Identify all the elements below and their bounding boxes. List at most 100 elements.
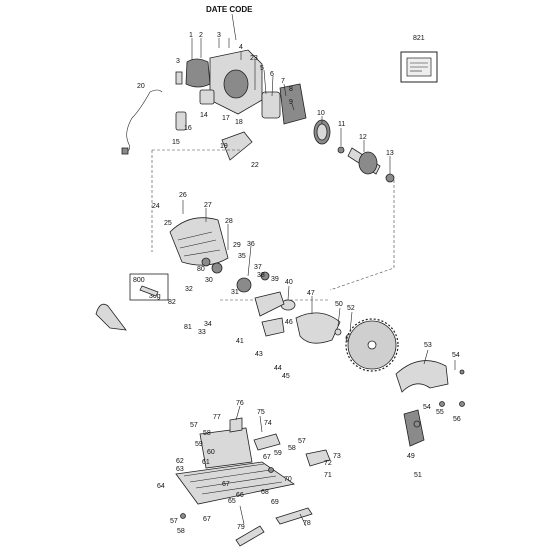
part-label-74: 74 [264,420,272,427]
part-label-20: 20 [137,83,145,90]
part-label-76: 76 [236,400,244,407]
part-label-29: 29 [233,242,241,249]
part-label-16: 16 [184,125,192,132]
part-label-7: 7 [281,78,285,85]
part-label-71: 71 [324,472,332,479]
lever-part [254,291,285,317]
part-label-57: 57 [298,438,306,445]
guide-dashed-line [329,180,395,291]
part-label-13: 13 [386,150,394,157]
part-label-37: 37 [254,264,262,271]
end-bearing-part [385,173,395,183]
guard-plate-part [95,303,127,331]
base-ribs [183,463,283,495]
part-label-58: 58 [288,445,296,452]
clamp-part [305,449,331,467]
part-label-49: 49 [407,453,415,460]
part-label-68: 68 [261,489,269,496]
stator-part [279,83,307,125]
part-label-60: 60 [207,449,215,456]
part-label-56: 56 [453,416,461,423]
part-label-40: 40 [285,279,293,286]
part-label-78: 78 [303,520,311,527]
part-label-30: 30 [205,277,213,284]
part-label-70: 70 [284,476,292,483]
gear-part [211,262,223,274]
part-label-67: 67 [263,454,271,461]
depth-lever-part [253,433,281,451]
part-label-67: 67 [203,516,211,523]
part-label-80: 80 [197,266,205,273]
rip-fence-part [275,507,313,525]
guard-bracket-part [403,409,425,447]
part-label-65: 65 [228,498,236,505]
part-label-25: 25 [164,220,172,227]
date-code-label: DATE CODE [206,5,253,14]
part-label-62: 62 [176,458,184,465]
part-label-3: 3 [217,32,221,39]
plug-part [121,147,129,155]
part-label-47: 47 [307,290,315,297]
screw-part [459,369,465,375]
brush-part [175,71,183,85]
part-label-3: 3 [176,58,180,65]
housing-bore [223,69,249,99]
part-label-39: 39 [271,276,279,283]
part-label-27: 27 [204,202,212,209]
handle-bracket-part [221,131,253,161]
part-label-5: 5 [260,65,264,72]
grease-callout-box [129,273,169,301]
part-label-79: 79 [237,524,245,531]
screw-part [180,513,186,519]
upper-guard-part [169,217,229,266]
part-label-32: 32 [185,286,193,293]
part-label-53: 53 [424,342,432,349]
part-label-58: 58 [177,528,185,535]
part-label-54: 54 [423,404,431,411]
leader-lines [182,38,456,527]
part-label-77: 77 [213,414,221,421]
part-label-61: 61 [202,459,210,466]
switch-part [199,89,215,105]
field-coil-part [185,58,211,88]
label-821: 821 [413,35,425,42]
part-label-50: 50 [335,301,343,308]
knob-part [229,417,243,433]
part-label-46: 46 [285,319,293,326]
part-label-73: 73 [333,453,341,460]
part-label-35: 35 [238,253,246,260]
screw-part [439,401,445,407]
grease-tube-icon [139,285,159,297]
part-label-43: 43 [255,351,263,358]
part-label-59: 59 [195,441,203,448]
part-label-2: 2 [199,32,203,39]
strain-relief-part [175,111,187,131]
blade-guard-part [395,360,449,393]
part-label-31: 31 [231,289,239,296]
part-label-44: 44 [274,365,282,372]
part-label-67: 67 [222,481,230,488]
part-label-59: 59 [274,450,282,457]
part-label-75: 75 [257,409,265,416]
part-label-4: 4 [239,44,243,51]
part-label-63: 63 [176,466,184,473]
saw-blade [345,318,399,372]
label-800: 800 [133,277,145,284]
part-label-26: 26 [179,192,187,199]
part-label-57: 57 [170,518,178,525]
wrench-part [235,525,265,547]
part-label-12: 12 [359,134,367,141]
spring-bracket-part [261,317,285,337]
part-label-11: 11 [338,121,345,128]
knob-part [413,420,421,428]
part-label-69: 69 [271,499,279,506]
gear-part [236,277,252,293]
part-label-64: 64 [157,483,165,490]
part-label-15: 15 [172,139,180,146]
part-label-58: 58 [203,430,211,437]
power-cord-end [149,89,163,93]
screw-part [268,467,274,473]
part-label-57: 57 [190,422,198,429]
part-label-6: 6 [270,71,274,78]
